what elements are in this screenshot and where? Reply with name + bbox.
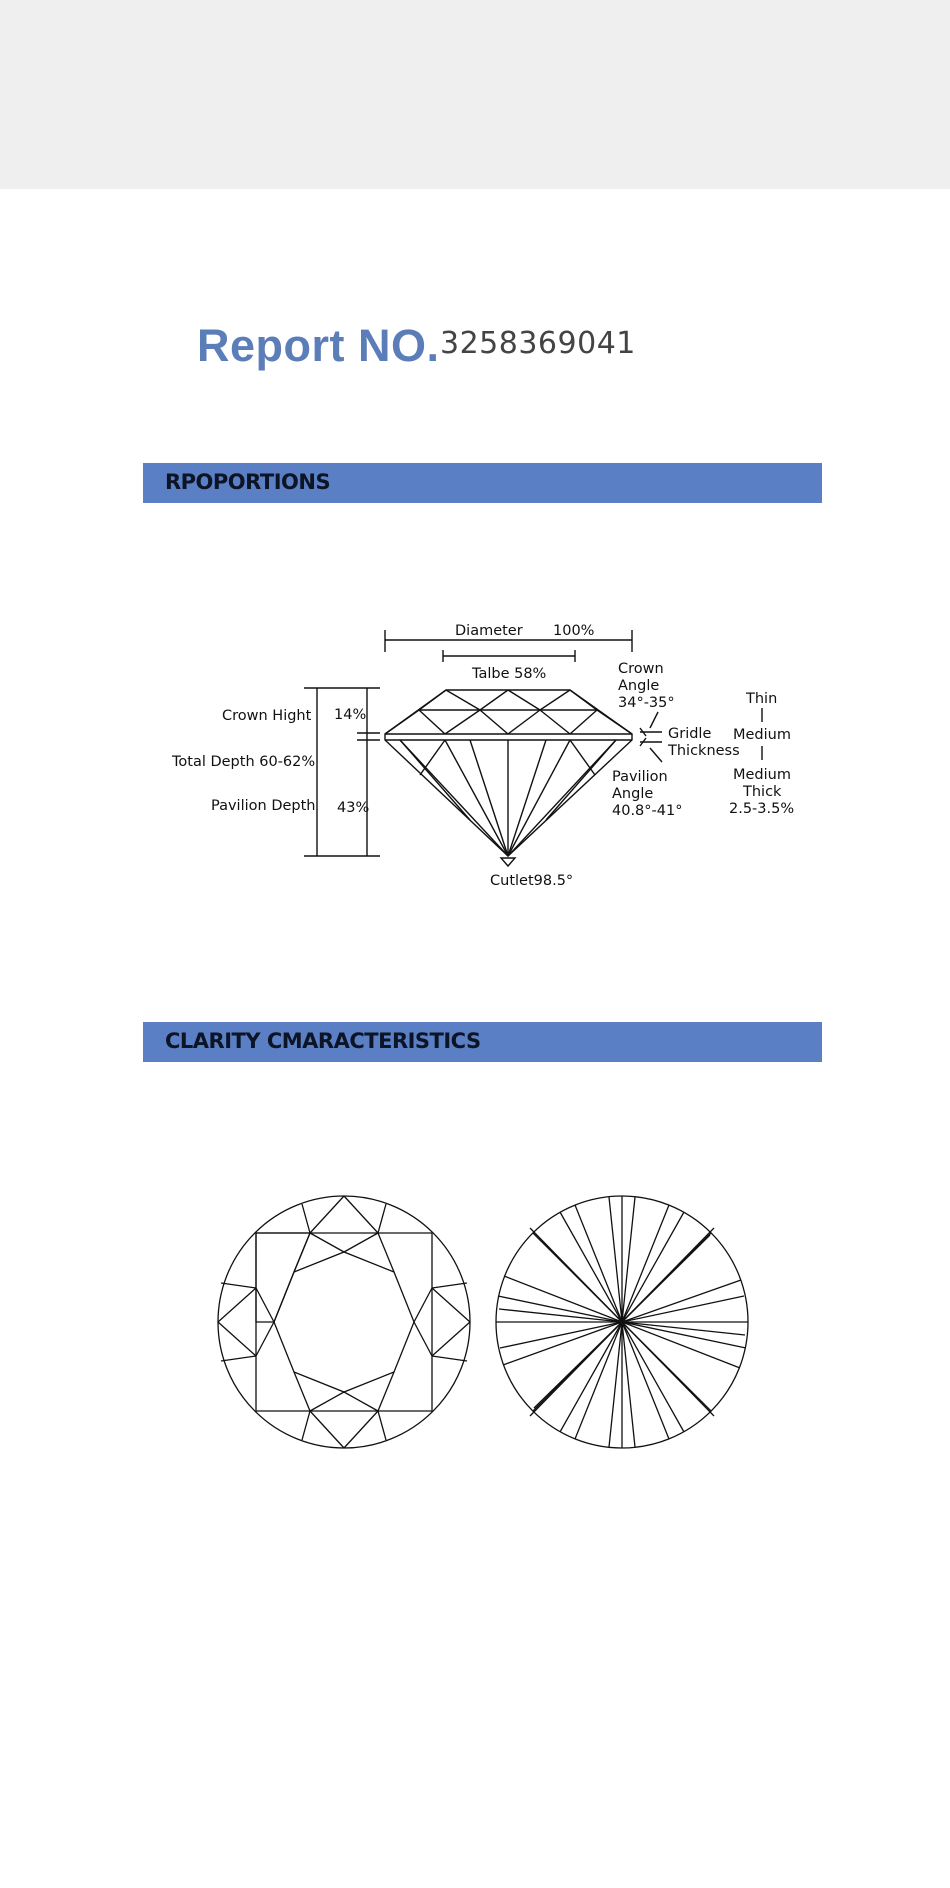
total-depth-label: Total Depth 60-62% (171, 754, 315, 770)
section-title-proportions: RPOPORTIONS (165, 470, 331, 494)
crown-height-value: 14% (334, 707, 366, 723)
diameter-value: 100% (553, 623, 594, 639)
pavilion-angle-value: 40.8°-41° (612, 803, 682, 819)
pavilion-angle-line2: Angle (612, 786, 653, 802)
report-number: 3258369041 (440, 326, 636, 361)
culet-label: Cutlet98.5° (490, 873, 573, 889)
girdle-medium-label: Medium (733, 727, 791, 743)
pavilion-view-diagram (495, 1195, 749, 1449)
top-gray-band (0, 0, 950, 189)
gridle-line1: Gridle (668, 726, 711, 742)
diameter-label: Diameter (455, 623, 523, 639)
girdle-medium-thick-line2: Thick (742, 784, 782, 800)
girdle-thickness-range: 2.5-3.5% (729, 801, 794, 817)
section-bar-clarity: CLARITY CMARACTERISTICS (143, 1022, 822, 1062)
crown-angle-value: 34°-35° (618, 695, 675, 711)
crown-height-label: Crown Hight (222, 708, 312, 724)
gridle-line2: Thickness (667, 743, 740, 759)
pavilion-depth-label: Pavilion Depth (211, 798, 315, 814)
girdle-medium-thick-line1: Medium (733, 767, 791, 783)
crown-angle-line1: Crown (618, 661, 664, 677)
crown-angle-line2: Angle (618, 678, 659, 694)
section-title-clarity: CLARITY CMARACTERISTICS (165, 1029, 481, 1053)
report-label: Report NO. (197, 320, 440, 371)
pavilion-angle-line1: Pavilion (612, 769, 668, 785)
section-bar-proportions: RPOPORTIONS (143, 463, 822, 503)
crown-view-diagram (217, 1195, 471, 1449)
table-label: Talbe 58% (471, 666, 546, 682)
pavilion-depth-value: 43% (337, 800, 369, 816)
girdle-thin-label: Thin (745, 691, 777, 707)
